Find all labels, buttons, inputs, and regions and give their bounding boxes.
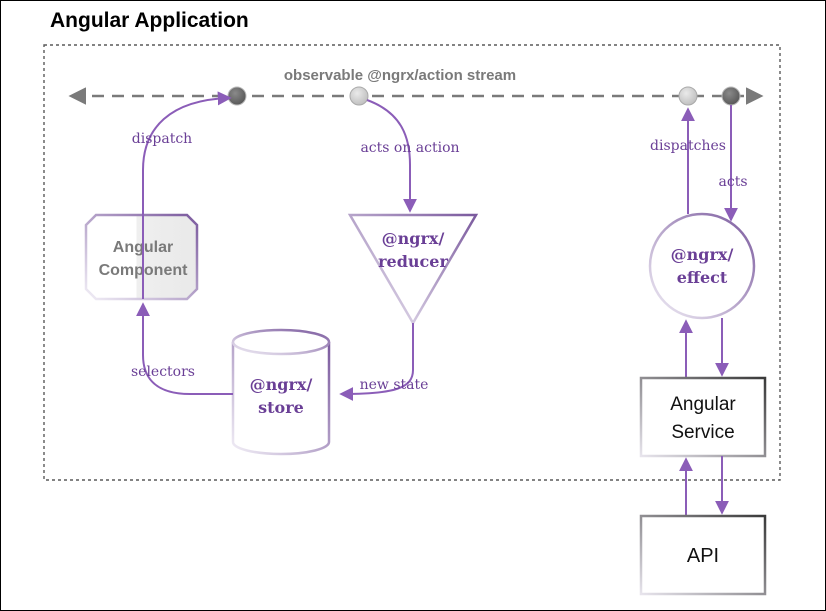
new-state-label: new state bbox=[360, 377, 429, 393]
action-dot-effect-in bbox=[721, 86, 741, 106]
acts-on-action-label: acts on action bbox=[360, 140, 459, 156]
new-state-arrow bbox=[339, 323, 414, 401]
reducer-label-line1: @ngrx/ bbox=[382, 229, 445, 248]
selectors-label: selectors bbox=[131, 364, 195, 380]
store-label-line2: store bbox=[258, 398, 304, 417]
dispatch-label: dispatch bbox=[132, 131, 192, 147]
dispatches-label: dispatches bbox=[650, 138, 726, 154]
ngrx-store-node bbox=[231, 328, 331, 456]
service-label-line1: Angular bbox=[670, 394, 736, 415]
action-dot-reducer bbox=[349, 86, 369, 106]
acts-label: acts bbox=[719, 174, 748, 190]
action-dot-effect-out bbox=[678, 86, 698, 106]
effect-label-line1: @ngrx/ bbox=[671, 245, 734, 264]
angular-component-node bbox=[84, 213, 199, 301]
angular-service-node bbox=[639, 376, 767, 458]
app-title: Angular Application bbox=[50, 9, 249, 32]
api-label: API bbox=[687, 545, 719, 567]
ngrx-reducer-node bbox=[347, 213, 479, 326]
effect-label-line2: effect bbox=[677, 268, 728, 287]
application-frame bbox=[43, 44, 781, 481]
reducer-label-line2: reducer bbox=[378, 252, 448, 271]
dispatch-arrow bbox=[142, 91, 232, 299]
api-node bbox=[639, 514, 767, 596]
selectors-arrow bbox=[136, 302, 233, 395]
action-stream-label: observable @ngrx/action stream bbox=[284, 67, 516, 84]
action-dot-dispatched bbox=[227, 86, 247, 106]
acts-on-action-arrow bbox=[366, 99, 417, 213]
ngrx-effect-node bbox=[648, 212, 756, 320]
service-label-line2: Service bbox=[671, 422, 734, 443]
store-label-line1: @ngrx/ bbox=[250, 375, 313, 394]
